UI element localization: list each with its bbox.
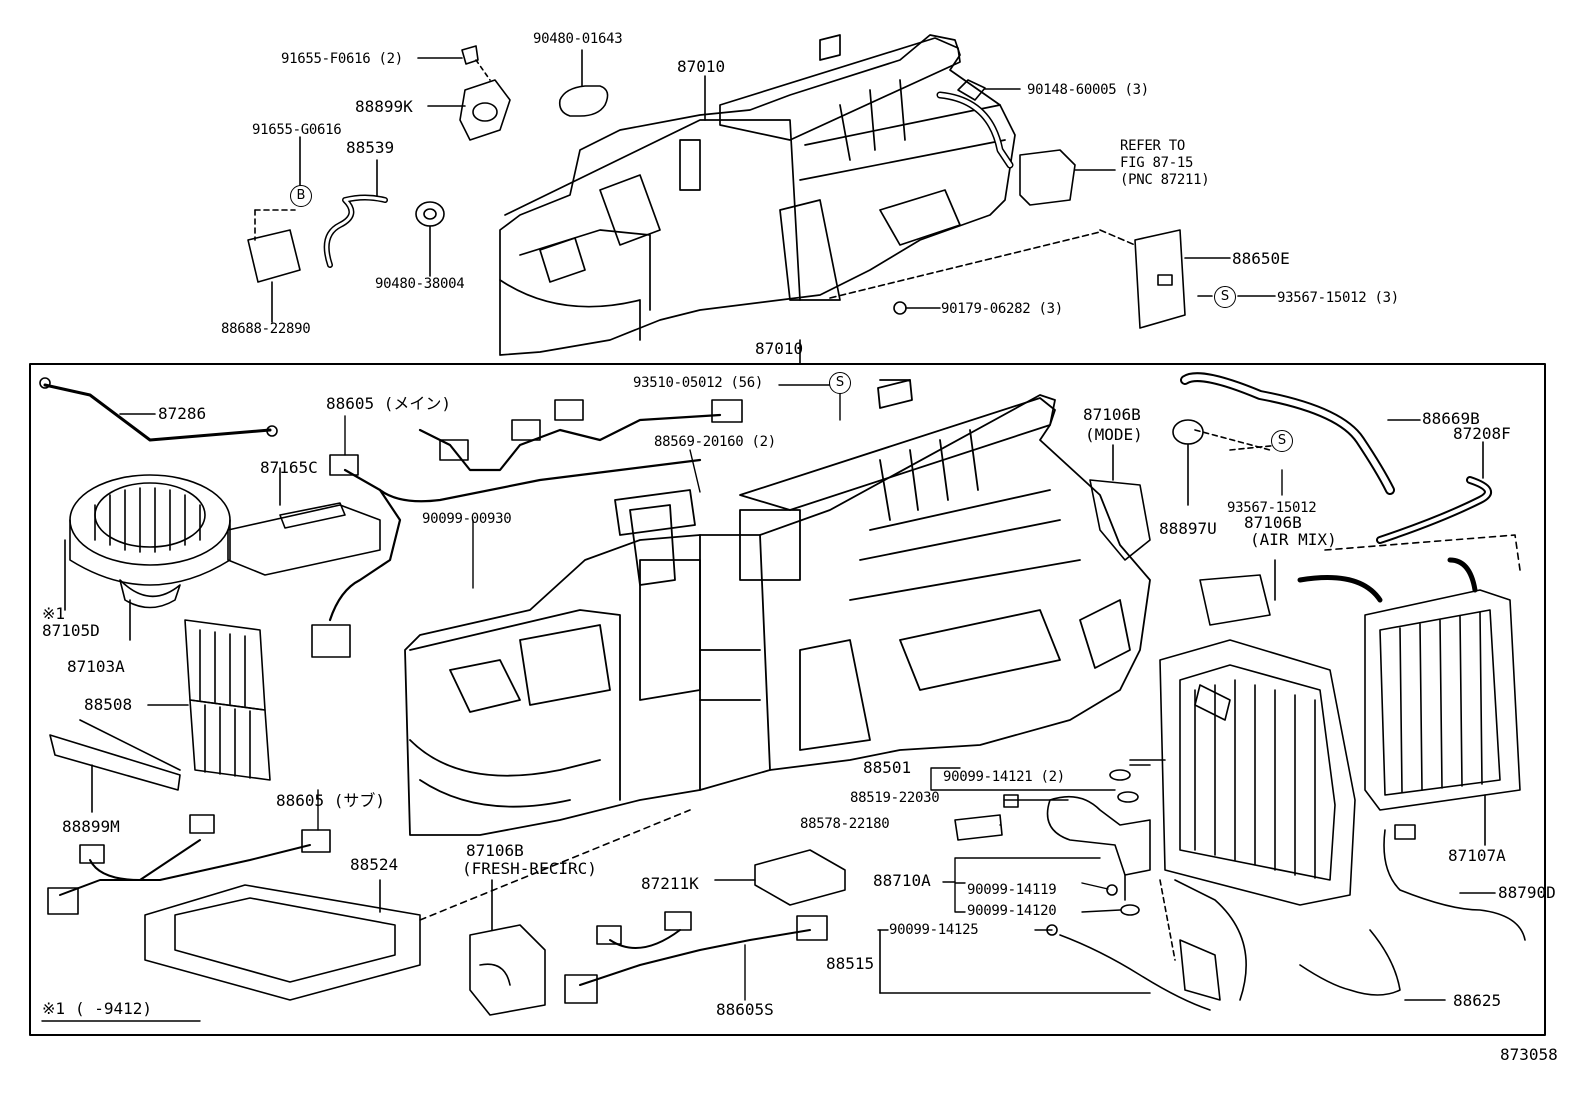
pipe-87208F-drawing (1376, 441, 1492, 544)
sensor-wires-drawing (879, 824, 1526, 1011)
part-label-88515[interactable]: 88515 (826, 954, 875, 973)
diagram-number: 873058 (1500, 1045, 1558, 1064)
refer-note-line3: (PNC 87211) (1120, 172, 1210, 188)
part-label-90099-00930[interactable]: 90099-00930 (422, 511, 512, 527)
part-label-87286[interactable]: 87286 (158, 404, 207, 423)
part-label-88605-main[interactable]: 88605 (メイン) (326, 394, 452, 413)
bolt-callout-B: B (290, 185, 312, 207)
resistor-drawing (227, 467, 381, 576)
part-label-87106B-airmix[interactable]: 87106B (1244, 513, 1302, 532)
part-label-88508[interactable]: 88508 (84, 695, 133, 714)
screw-callout-S-top: S (1214, 286, 1236, 308)
part-label-90099-14125[interactable]: 90099-14125 (889, 922, 979, 938)
part-label-88605-sub[interactable]: 88605 (サブ) (276, 791, 386, 810)
part-label-91655-G0616[interactable]: 91655-G0616 (252, 122, 342, 138)
evaporator-drawing (1129, 639, 1356, 906)
part-label-87165C[interactable]: 87165C (260, 458, 318, 477)
fresh-recirc-note: (FRESH-RECIRC) (462, 859, 597, 878)
part-label-90480-01643[interactable]: 90480-01643 (533, 31, 623, 47)
top-small-parts (247, 45, 1276, 329)
part-label-88899M[interactable]: 88899M (62, 817, 120, 836)
part-label-88501[interactable]: 88501 (863, 758, 912, 777)
part-label-88710A[interactable]: 88710A (873, 871, 931, 890)
part-label-87211K[interactable]: 87211K (641, 874, 699, 893)
servo-fresh-drawing (469, 879, 546, 1016)
label-brackets (472, 384, 1283, 931)
hose-88669B-drawing (1180, 372, 1421, 495)
duct-87211K-drawing (714, 849, 846, 906)
part-label-88625[interactable]: 88625 (1453, 991, 1502, 1010)
harness-main-drawing (311, 399, 743, 658)
part-label-90099-14121[interactable]: 90099-14121 (2) (943, 769, 1065, 785)
part-label-87103A[interactable]: 87103A (67, 657, 125, 676)
screw-callout-S-main: S (829, 372, 851, 394)
servo-mode-drawing (1089, 444, 1151, 561)
servo-airmix-drawing (1199, 559, 1276, 626)
part-label-88539[interactable]: 88539 (346, 138, 395, 157)
part-label-88790D[interactable]: 88790D (1498, 883, 1556, 902)
hvac-housing-top (499, 34, 1016, 356)
part-label-87106B-fresh[interactable]: 87106B (466, 841, 524, 860)
main-assembly-frame (29, 363, 1546, 1036)
part-label-88578-22180[interactable]: 88578-22180 (800, 816, 890, 832)
clamp-88897U-drawing (1172, 419, 1281, 506)
part-label-87010-top[interactable]: 87010 (677, 57, 726, 76)
air-mix-note: (AIR MIX) (1250, 530, 1337, 549)
part-label-87106B-mode[interactable]: 87106B (1083, 405, 1141, 424)
part-label-88569-20160[interactable]: 88569-20160 (2) (654, 434, 776, 450)
screw-callout-S-right: S (1271, 430, 1293, 452)
part-label-90179-06282[interactable]: 90179-06282 (3) (941, 301, 1063, 317)
refer-note-line2: FIG 87-15 (1120, 155, 1194, 171)
part-label-88899K[interactable]: 88899K (355, 97, 413, 116)
part-label-88519-22030[interactable]: 88519-22030 (850, 790, 940, 806)
part-label-88650E[interactable]: 88650E (1232, 249, 1290, 268)
part-label-90099-14119[interactable]: 90099-14119 (967, 882, 1057, 898)
part-label-91655-F0616[interactable]: 91655-F0616 (2) (281, 51, 403, 67)
part-label-88605S[interactable]: 88605S (716, 1000, 774, 1019)
footnote-marker: ※1 (42, 999, 66, 1018)
refer-note-line1: REFER TO (1120, 138, 1186, 154)
expansion-valve-drawing (1046, 764, 1247, 1001)
part-label-90480-38004[interactable]: 90480-38004 (375, 276, 465, 292)
case-88524-drawing (144, 809, 691, 1001)
filter-drawing (147, 619, 271, 781)
footnote-range: ( -9412) (75, 999, 153, 1018)
part-label-87105D[interactable]: 87105D (42, 621, 100, 640)
heater-core-drawing (1297, 534, 1521, 846)
part-label-93567-15012-3[interactable]: 93567-15012 (3) (1277, 290, 1399, 306)
part-label-87010-main[interactable]: 87010 (755, 339, 804, 358)
part-label-88669B[interactable]: 88669B (1422, 409, 1480, 428)
part-label-88688-22890[interactable]: 88688-22890 (221, 321, 311, 337)
hvac-housing-main (404, 379, 1151, 836)
harness-88605S-drawing (564, 911, 828, 1004)
part-label-88524[interactable]: 88524 (350, 855, 399, 874)
part-label-90099-14120[interactable]: 90099-14120 (967, 903, 1057, 919)
part-label-93510-05012[interactable]: 93510-05012 (56) (633, 375, 764, 391)
mode-note: (MODE) (1085, 425, 1143, 444)
part-label-93567-15012[interactable]: 93567-15012 (1227, 500, 1317, 516)
bracket-88899M-drawing (49, 719, 181, 813)
blower-motor-drawing (64, 474, 231, 641)
rod-87286-drawing (39, 377, 278, 442)
part-label-88897U[interactable]: 88897U (1159, 519, 1217, 538)
part-label-87208F[interactable]: 87208F (1453, 424, 1511, 443)
part-label-90148-60005[interactable]: 90148-60005 (3) (1027, 82, 1149, 98)
o-rings-drawing (954, 769, 1140, 936)
footnote-marker-87105D: ※1 (42, 604, 66, 623)
harness-sub-drawing (47, 789, 331, 915)
part-label-87107A[interactable]: 87107A (1448, 846, 1506, 865)
